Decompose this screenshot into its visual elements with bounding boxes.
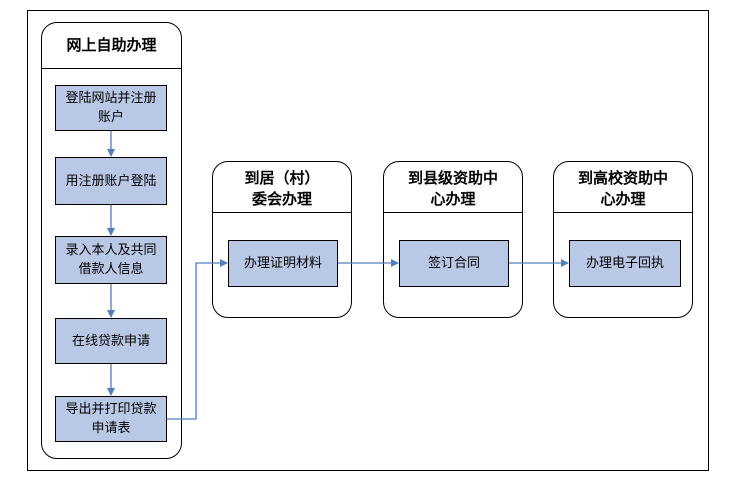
university-title-divider xyxy=(554,212,692,213)
outer-frame xyxy=(27,10,709,471)
county-title: 到县级资助中心办理 xyxy=(407,169,498,208)
village-title: 到居（村）委会办理 xyxy=(244,169,320,208)
step-sign-contract: 签订合同 xyxy=(399,240,509,287)
step-receipt: 办理电子回执 xyxy=(569,240,681,287)
county-title-divider xyxy=(384,212,522,213)
village-container: 到居（村）委会办理 xyxy=(212,161,352,318)
step-certificate: 办理证明材料 xyxy=(228,240,338,287)
step-print-form: 导出并打印贷款申请表 xyxy=(55,396,167,442)
step-apply-online: 在线贷款申请 xyxy=(55,318,167,364)
county-container: 到县级资助中心办理 xyxy=(383,161,523,318)
step-enter-info: 录入本人及共同借款人信息 xyxy=(55,236,167,284)
online-title-divider xyxy=(42,68,181,69)
university-title: 到高校资助中心办理 xyxy=(577,169,668,208)
step-register: 登陆网站并注册账户 xyxy=(55,85,167,131)
step-login: 用注册账户登陆 xyxy=(55,157,167,205)
online-title: 网上自助办理 xyxy=(66,36,157,54)
university-container: 到高校资助中心办理 xyxy=(553,161,693,318)
village-title-divider xyxy=(213,212,351,213)
